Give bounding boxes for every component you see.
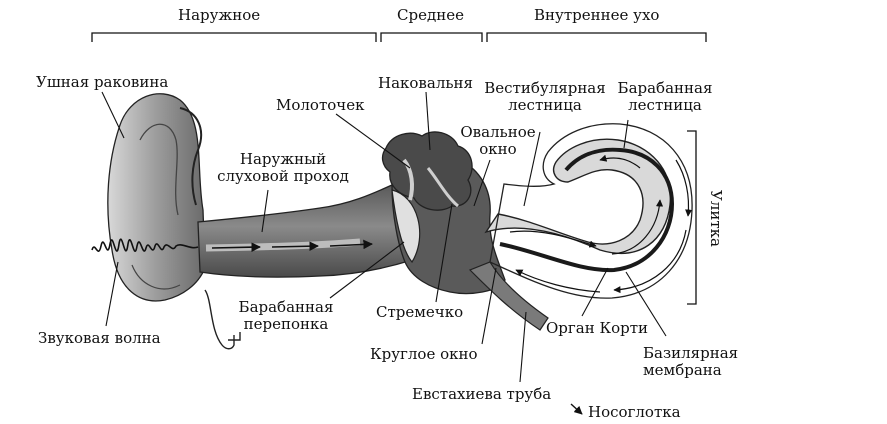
label-tympanic-scala-line1: Барабанная: [617, 79, 713, 97]
nasopharynx-arrow: [570, 403, 583, 415]
eardrum-shape: [391, 189, 421, 264]
label-eardrum-line2: перепонка: [243, 315, 329, 333]
leader-basilar: [625, 271, 667, 337]
sound-wave: [91, 238, 199, 252]
label-vestibular: Вестибулярная лестница: [482, 80, 608, 114]
label-basilar-line2: мембрана: [643, 361, 722, 379]
leader-organ-corti: [581, 267, 609, 317]
leader-sound-wave: [105, 261, 119, 327]
label-anvil: Наковальня: [378, 74, 473, 92]
label-oval-window: Овальное окно: [460, 124, 536, 158]
label-pinna: Ушная раковина: [36, 73, 169, 91]
leader-oval-window: [473, 159, 491, 207]
cochlea-shape: [484, 123, 693, 299]
label-hammer: Молоточек: [276, 96, 365, 114]
label-tympanic-scala-line2: лестница: [628, 96, 702, 114]
leader-anvil: [425, 91, 431, 151]
leader-eardrum: [329, 241, 405, 299]
label-oval-window-line1: Овальное: [460, 123, 536, 141]
section-brackets: [91, 32, 707, 305]
bracket-middle: [380, 32, 483, 42]
leader-vestibular: [523, 131, 541, 207]
label-basilar-line1: Базилярная: [643, 344, 739, 362]
label-organ-corti: Орган Корти: [546, 319, 649, 337]
label-cochlea: Улитка: [707, 190, 725, 247]
leader-eustachian: [519, 311, 527, 383]
label-nasopharynx: Носоглотка: [588, 403, 681, 421]
label-vestibular-line2: лестница: [508, 96, 582, 114]
ear-canal-shape: [197, 184, 413, 278]
section-label-middle: Среднее: [397, 6, 464, 24]
label-ear-canal-line1: Наружный: [239, 150, 327, 168]
label-eardrum: Барабанная перепонка: [234, 299, 338, 333]
canal-arrows: [211, 239, 373, 252]
label-stirrup: Стремечко: [376, 303, 464, 321]
label-oval-window-line2: окно: [479, 140, 517, 158]
label-basilar: Базилярная мембрана: [643, 345, 738, 379]
label-eardrum-line1: Барабанная: [238, 298, 334, 316]
section-label-outer: Наружное: [178, 6, 261, 24]
leader-pinna: [101, 91, 125, 139]
label-round-window: Круглое окно: [370, 345, 478, 363]
leader-stirrup: [435, 203, 453, 303]
label-sound-wave: Звуковая волна: [38, 329, 161, 347]
bracket-cochlea: [687, 130, 697, 305]
leader-hammer: [335, 113, 411, 169]
pinna-shape: [107, 93, 241, 350]
bracket-inner: [486, 32, 707, 42]
middle-ear-shape: [381, 131, 549, 331]
leader-ear-canal: [261, 189, 269, 233]
label-eustachian: Евстахиева труба: [412, 385, 552, 403]
leader-tympanic-scala: [623, 119, 629, 149]
leader-round-window: [481, 267, 497, 345]
label-ear-canal-line2: слуховой проход: [217, 167, 349, 185]
section-label-inner: Внутреннее ухо: [534, 6, 660, 24]
leader-lines: [101, 91, 667, 383]
label-ear-canal: Наружный слуховой проход: [212, 151, 354, 185]
label-tympanic-scala: Барабанная лестница: [612, 80, 718, 114]
bracket-outer: [91, 32, 377, 42]
label-vestibular-line1: Вестибулярная: [484, 79, 606, 97]
